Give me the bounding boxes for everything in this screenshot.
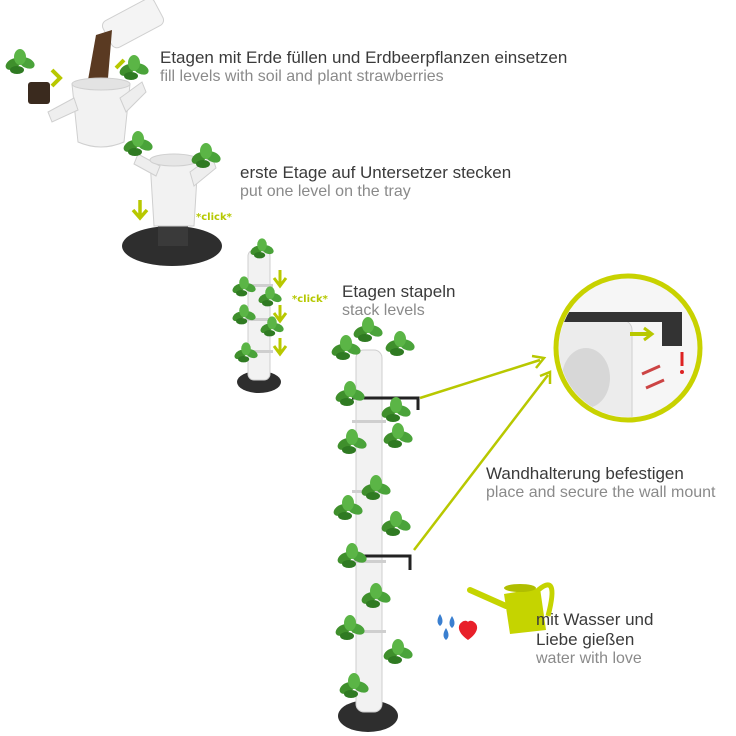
wall-mount-detail [553, 273, 703, 423]
step-4-de: Wandhalterung befestigen [486, 464, 684, 483]
arrow-down-icon [272, 270, 288, 357]
wall-mount-icon [352, 396, 420, 570]
step-3-en: stack levels [342, 302, 425, 320]
watering-can-icon [467, 582, 555, 634]
step-3-de: Etagen stapeln [342, 282, 456, 301]
water-drop-icon [437, 614, 455, 640]
step-5-en: water with love [536, 650, 642, 668]
heart-icon [458, 620, 478, 640]
tray-icon [122, 226, 222, 266]
step-4-caption: Wandhalterung befestigen place and secur… [486, 464, 716, 503]
click-label: *click* [196, 212, 232, 223]
step-2-en: put one level on the tray [240, 183, 411, 201]
step-4-en: place and secure the wall mount [486, 484, 716, 502]
soil-bag-icon [88, 0, 165, 80]
step-5-caption: mit Wasser und Liebe gießen water with l… [536, 610, 696, 669]
click-label: *click* [292, 294, 328, 305]
step-2-de: erste Etage auf Untersetzer stecken [240, 163, 512, 182]
arrow-down-icon [50, 58, 126, 88]
tower-icon [237, 249, 281, 393]
step-1-en: fill levels with soil and plant strawber… [160, 68, 444, 86]
callout-lines [413, 354, 552, 551]
arrow-down-icon [131, 200, 149, 221]
screw-icon [641, 352, 684, 390]
plant-pot-icon [133, 153, 217, 227]
strawberry-plant-icon [3, 49, 151, 104]
step-1-caption: Etagen mit Erde füllen und Erdbeerpflanz… [160, 48, 567, 87]
step-3-caption: Etagen stapeln stack levels [342, 282, 455, 321]
step-5-de: mit Wasser und Liebe gießen [536, 610, 654, 650]
step-2-caption: erste Etage auf Untersetzer stecken put … [240, 163, 511, 202]
step-1-de: Etagen mit Erde füllen und Erdbeerpflanz… [160, 48, 568, 67]
plant-pot-icon [47, 77, 147, 148]
